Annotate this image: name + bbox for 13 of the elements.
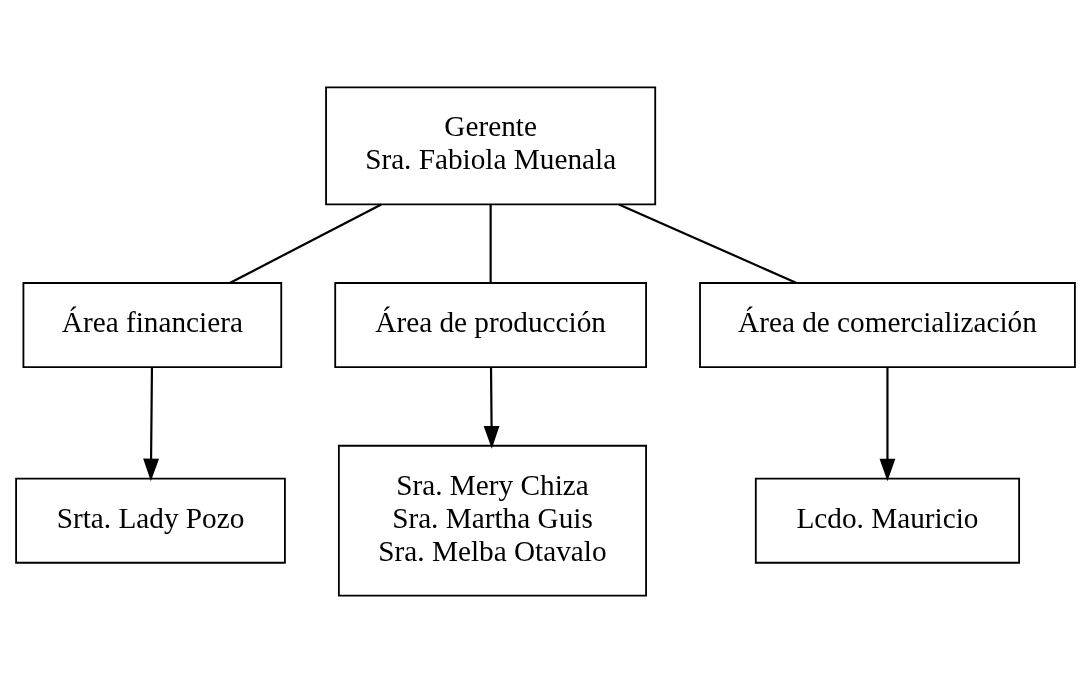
node-box: Gerente Sra. Fabiola Muenala — [325, 86, 657, 206]
arrow — [879, 367, 896, 482]
arrow — [143, 367, 160, 482]
node-box: Área financiera — [22, 282, 283, 368]
connector — [229, 203, 382, 284]
node-box: Sra. Mery Chiza Sra. Martha Guis Sra. Melba Otavalo — [337, 444, 647, 597]
node-box: Área de comercialización — [699, 282, 1076, 368]
node-box: Srta. Lady Pozo — [15, 477, 286, 564]
connector — [618, 203, 797, 284]
arrow — [483, 367, 500, 449]
node-box: Área de producción — [334, 282, 647, 368]
connector — [489, 204, 492, 283]
node-box: Lcdo. Mauricio — [754, 477, 1021, 564]
